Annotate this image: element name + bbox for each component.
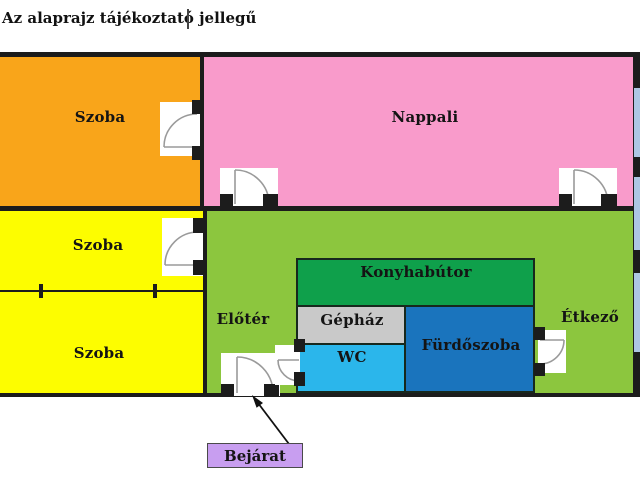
label-bejarat: Bejárat	[224, 446, 286, 465]
text-cursor	[187, 9, 189, 29]
door-icon-wc	[275, 339, 305, 386]
label-wc: WC	[337, 348, 367, 366]
entrance-callout-box: Bejárat	[207, 443, 303, 468]
door-icon-szoba-top	[160, 100, 204, 160]
door-icon-entrance	[221, 353, 280, 396]
door-icon-nappali-left	[220, 168, 278, 207]
label-konyhabutor: Konyhabútor	[360, 263, 472, 281]
label-gephaz: Gépház	[320, 311, 384, 329]
entrance-arrow	[252, 395, 290, 445]
page-title: Az alaprajz tájékoztató jellegű	[2, 9, 257, 27]
label-nappali: Nappali	[391, 108, 459, 126]
wall-bottom	[0, 393, 640, 397]
kitchen-unit-box	[296, 258, 535, 307]
partition-tick-left	[39, 284, 43, 298]
door-icon-nappali-right	[559, 168, 617, 207]
label-furdoszoba: Fürdőszoba	[421, 336, 521, 354]
wall-top	[0, 52, 640, 57]
wall-middle	[0, 206, 640, 211]
label-szoba-top: Szoba	[74, 108, 126, 126]
door-icon-szoba-middle	[162, 218, 205, 276]
wc-box	[296, 343, 406, 393]
door-icon-bathroom	[534, 327, 566, 376]
wall-vertical-bottom	[203, 206, 207, 393]
partition-tick-right	[153, 284, 157, 298]
bathroom-box	[404, 305, 535, 393]
label-szoba-bottom: Szoba	[73, 344, 125, 362]
window-right-1	[634, 88, 640, 157]
label-etkezo: Étkező	[560, 308, 620, 326]
label-szoba-middle: Szoba	[72, 236, 124, 254]
window-right-2	[634, 177, 640, 250]
room-szoba-bottom	[0, 292, 203, 393]
partition-line	[0, 290, 203, 292]
window-right-3	[634, 273, 640, 352]
label-eloter: Előtér	[216, 310, 270, 328]
wall-vertical-top	[200, 52, 204, 206]
